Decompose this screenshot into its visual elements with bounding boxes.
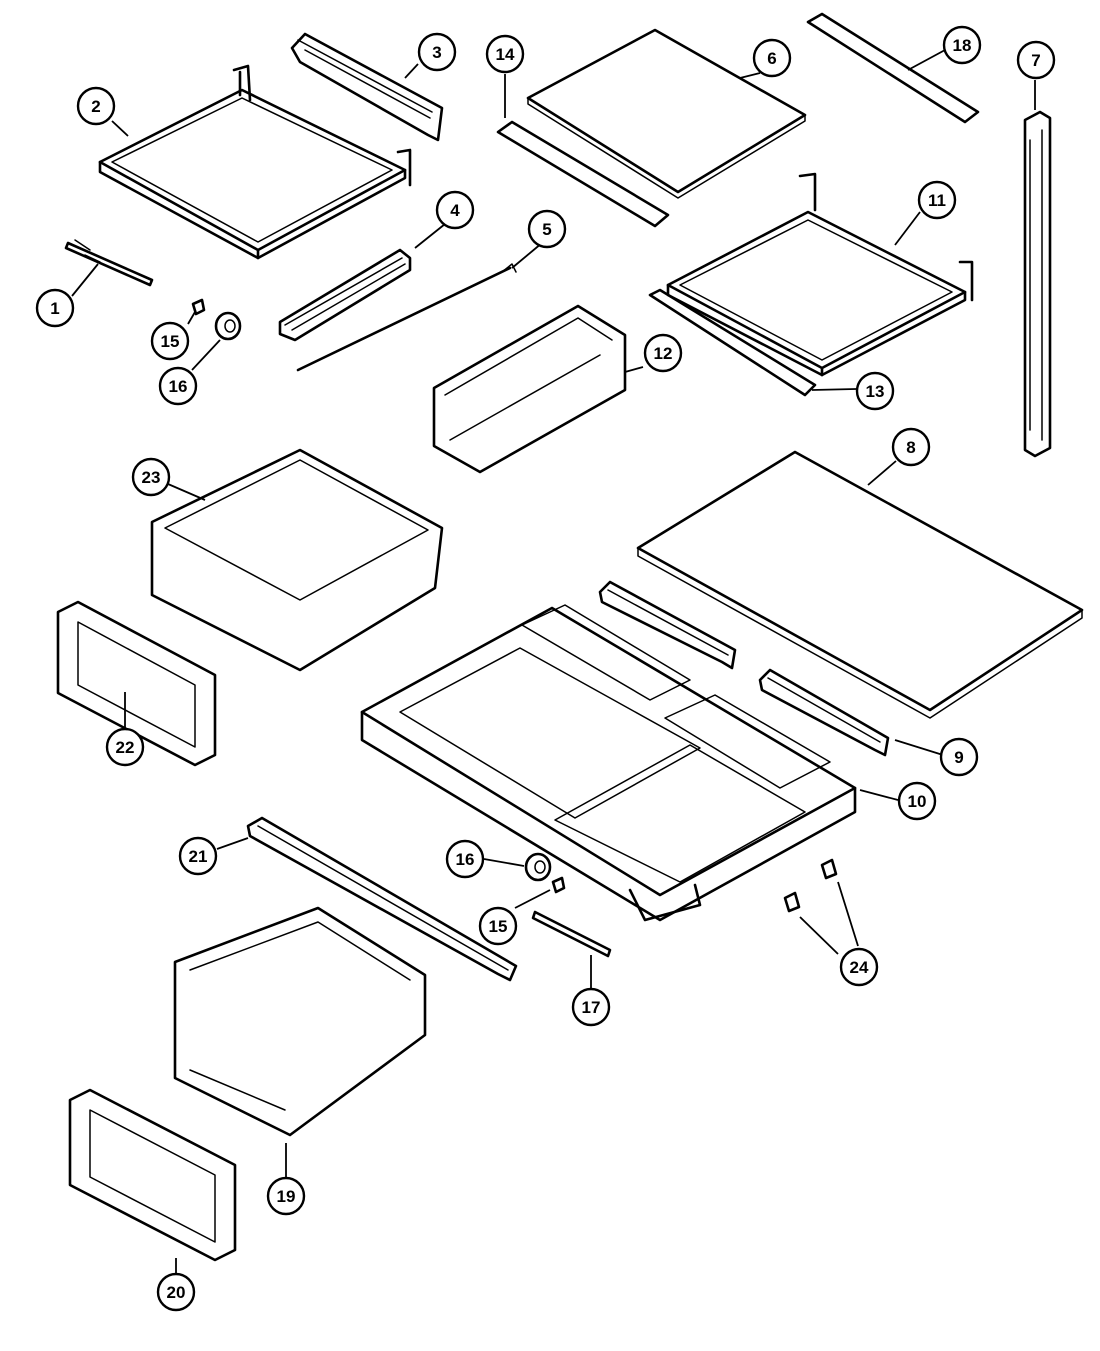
callout-15b: 15 bbox=[478, 906, 518, 946]
svg-text:10: 10 bbox=[908, 792, 927, 811]
svg-text:19: 19 bbox=[277, 1187, 296, 1206]
callout-1: 1 bbox=[35, 288, 75, 328]
part-23-crisper-bin bbox=[150, 448, 444, 672]
part-15b-screw bbox=[551, 876, 566, 894]
part-9-trim-strip bbox=[758, 668, 890, 757]
svg-text:20: 20 bbox=[167, 1283, 186, 1302]
callout-23: 23 bbox=[131, 457, 171, 497]
svg-text:23: 23 bbox=[142, 468, 161, 487]
part-14-roller bbox=[496, 120, 670, 228]
svg-text:11: 11 bbox=[928, 191, 946, 210]
callout-4: 4 bbox=[435, 190, 475, 230]
part-10-frame bbox=[360, 604, 857, 922]
callout-22: 22 bbox=[105, 727, 145, 767]
part-4-channel bbox=[278, 248, 412, 342]
callout-11: 11 bbox=[917, 180, 957, 220]
callout-8: 8 bbox=[891, 427, 931, 467]
callout-24: 24 bbox=[839, 947, 879, 987]
callout-20: 20 bbox=[156, 1272, 196, 1312]
svg-text:6: 6 bbox=[767, 49, 776, 68]
svg-text:16: 16 bbox=[169, 377, 188, 396]
callout-7: 7 bbox=[1016, 40, 1056, 80]
part-5-rod bbox=[296, 263, 517, 372]
svg-text:16: 16 bbox=[456, 850, 475, 869]
svg-text:15: 15 bbox=[161, 332, 180, 351]
svg-text:17: 17 bbox=[582, 998, 601, 1017]
part-17-bracket bbox=[531, 910, 612, 958]
callout-15a: 15 bbox=[150, 321, 190, 361]
svg-text:4: 4 bbox=[450, 201, 460, 220]
callout-2: 2 bbox=[76, 86, 116, 126]
svg-text:5: 5 bbox=[542, 220, 551, 239]
part-24-screws bbox=[783, 858, 838, 913]
svg-text:24: 24 bbox=[850, 958, 869, 977]
part-9-trim-strip-upper bbox=[598, 580, 737, 670]
svg-text:12: 12 bbox=[654, 344, 673, 363]
svg-text:14: 14 bbox=[496, 45, 515, 64]
callout-21: 21 bbox=[178, 836, 218, 876]
part-11-shelf bbox=[666, 172, 974, 377]
part-13-roller bbox=[648, 288, 817, 397]
callout-16a: 16 bbox=[158, 366, 198, 406]
part-20-drawer-front bbox=[68, 1088, 237, 1262]
callout-14: 14 bbox=[485, 34, 525, 74]
callout-17: 17 bbox=[571, 987, 611, 1027]
svg-text:22: 22 bbox=[116, 738, 135, 757]
callout-3: 3 bbox=[417, 32, 457, 72]
callout-9: 9 bbox=[939, 737, 979, 777]
svg-text:15: 15 bbox=[489, 917, 508, 936]
callout-19: 19 bbox=[266, 1176, 306, 1216]
part-16a-knob bbox=[214, 311, 242, 341]
svg-text:8: 8 bbox=[906, 438, 915, 457]
part-8-large-glass bbox=[636, 450, 1084, 719]
part-19-drawer bbox=[173, 906, 427, 1137]
callout-6: 6 bbox=[752, 38, 792, 78]
callout-16b: 16 bbox=[445, 839, 485, 879]
part-1-bracket bbox=[64, 239, 154, 287]
svg-text:21: 21 bbox=[189, 847, 208, 866]
part-7-vertical-rail bbox=[1023, 110, 1052, 458]
part-15a-screw bbox=[191, 298, 206, 316]
svg-text:9: 9 bbox=[954, 748, 963, 767]
part-16b-knob bbox=[524, 852, 552, 882]
callout-18: 18 bbox=[942, 25, 982, 65]
svg-text:1: 1 bbox=[50, 299, 59, 318]
leader-lines bbox=[71, 49, 1036, 1273]
svg-text:2: 2 bbox=[91, 97, 100, 116]
svg-text:3: 3 bbox=[432, 43, 441, 62]
callout-13: 13 bbox=[855, 371, 895, 411]
svg-text:13: 13 bbox=[866, 382, 885, 401]
part-21-rail bbox=[246, 816, 518, 982]
part-6-glass-plate bbox=[526, 28, 807, 199]
callout-5: 5 bbox=[527, 209, 567, 249]
part-3-rail bbox=[290, 32, 444, 142]
callout-12: 12 bbox=[643, 333, 683, 373]
part-22-drawer-front bbox=[56, 600, 217, 767]
part-2-shelf bbox=[98, 64, 412, 260]
svg-text:7: 7 bbox=[1031, 51, 1040, 70]
callout-10: 10 bbox=[897, 781, 937, 821]
svg-text:18: 18 bbox=[953, 36, 972, 55]
part-18-roller bbox=[806, 12, 980, 124]
part-12-bin bbox=[432, 304, 627, 474]
